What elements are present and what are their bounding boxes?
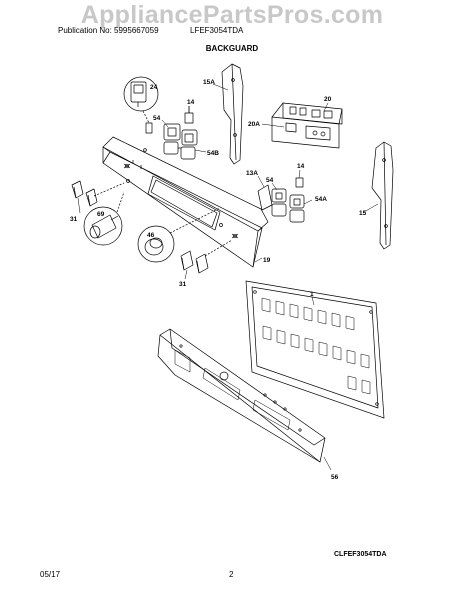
callout-14-upper: 14 (187, 99, 195, 106)
part-20-control-board (271, 102, 343, 149)
part-15-bracket (371, 141, 394, 250)
callout-20a: 20A (248, 121, 260, 128)
callout-19: 19 (263, 257, 271, 264)
part-46-magnified (137, 207, 221, 263)
part-56-frame (157, 328, 326, 463)
callout-54b: 54B (207, 150, 219, 157)
callout-20: 20 (324, 96, 332, 103)
callout-54-upper: 54 (153, 115, 161, 122)
callout-24: 24 (150, 84, 158, 91)
diagram-reference-code: CLFEF3054TDA (334, 551, 387, 558)
model-number: LFEF3054TDA (190, 26, 244, 35)
callout-54-lower: 54 (266, 177, 274, 184)
publication-number: Publication No: 5995667059 (58, 26, 159, 35)
part-31-knobs-lower (180, 239, 233, 274)
part-69-magnified (83, 191, 125, 246)
callout-15a: 15A (203, 79, 215, 86)
part-54-switches-upper (163, 123, 198, 160)
part-15a-bracket (221, 63, 244, 165)
part-control-panel (102, 136, 269, 268)
part-13a-54-switches (257, 177, 305, 223)
watermark: AppliancePartsPros.com (80, 1, 384, 29)
callout-56: 56 (331, 474, 339, 481)
callout-14-lower: 14 (297, 163, 305, 170)
page-number: 2 (229, 570, 234, 579)
callout-1: 1 (310, 291, 314, 298)
callout-54a: 54A (315, 196, 327, 203)
part-1-rear-panel (245, 280, 385, 419)
callout-69: 69 (97, 211, 105, 218)
footer-date: 05/17 (40, 570, 61, 579)
section-title: BACKGUARD (205, 44, 259, 53)
callout-31-left: 31 (70, 216, 78, 223)
callout-15: 15 (359, 210, 367, 217)
part-24-switch (123, 76, 159, 134)
callout-31-lower: 31 (179, 281, 187, 288)
callout-46: 46 (147, 232, 155, 239)
leader-lines (77, 83, 379, 471)
part-31-knobs-left (71, 180, 125, 207)
callout-13a: 13A (246, 170, 258, 177)
